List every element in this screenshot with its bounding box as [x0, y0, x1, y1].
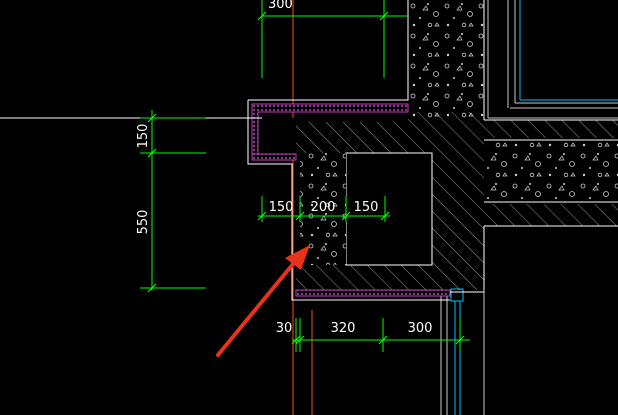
- wall-opening: [345, 152, 433, 266]
- wall-outlines: [0, 0, 618, 301]
- waterproofing-layer: [251, 103, 451, 297]
- dim-left-550: 550: [136, 210, 151, 235]
- dimension-ticks: [147, 11, 465, 345]
- dim-mid-200: 200: [311, 200, 336, 215]
- dim-bottom-300: 300: [408, 321, 433, 336]
- concrete-infill: [300, 153, 346, 265]
- dimension-lines: [140, 0, 470, 352]
- top-left-void: [262, 118, 296, 154]
- hatched-beam-top: [484, 120, 618, 138]
- dim-bottom-320: 320: [331, 321, 356, 336]
- dim-top-partial: 300: [268, 0, 293, 12]
- right-guide-lines: [440, 0, 618, 415]
- axis-lines: [292, 0, 313, 415]
- concrete-beam-right: [484, 140, 618, 202]
- concrete-column-top: [408, 0, 484, 118]
- dim-mid-150-b: 150: [354, 200, 379, 215]
- hatched-beam-bottom: [484, 204, 618, 226]
- annotation-arrow-icon: [216, 245, 310, 357]
- dim-left-150: 150: [136, 124, 151, 149]
- dim-bottom-30: 30: [276, 321, 293, 336]
- dim-mid-150-a: 150: [269, 200, 294, 215]
